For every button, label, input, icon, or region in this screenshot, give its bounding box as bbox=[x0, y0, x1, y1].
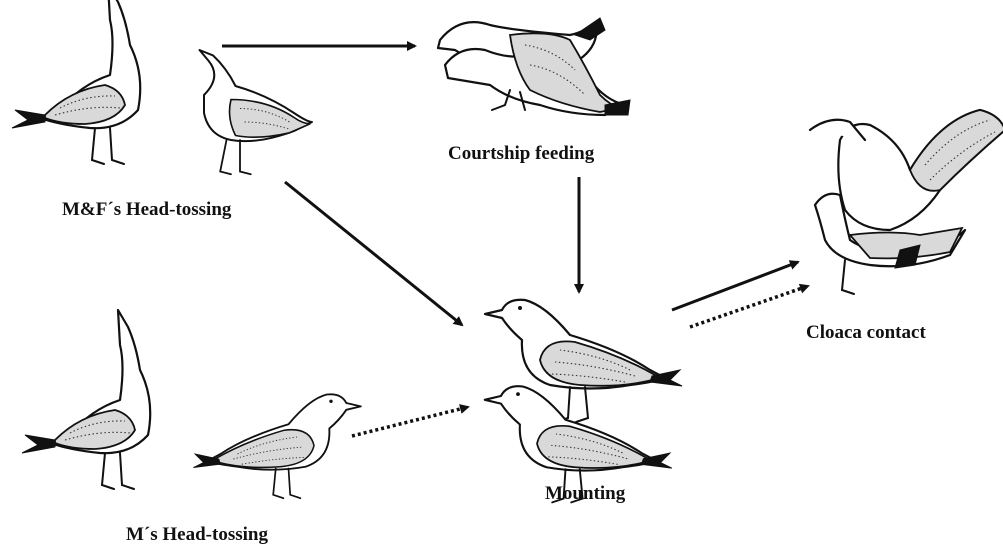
courtship-feeding-label: Courtship feeding bbox=[448, 143, 595, 164]
arrow-mounting-to-cloaca-solid bbox=[672, 262, 798, 310]
mounting-label: Mounting bbox=[545, 483, 626, 504]
m-head-tossing-male-gull bbox=[22, 310, 150, 489]
cloaca-contact-label: Cloaca contact bbox=[806, 322, 926, 343]
mf-head-tossing-label: M&F´s Head-tossing bbox=[62, 199, 232, 220]
arrow-mf-to-mounting bbox=[285, 182, 462, 325]
mounting-gulls bbox=[485, 300, 682, 503]
courtship-feeding-gulls bbox=[438, 18, 630, 115]
mf-head-tossing-female-gull bbox=[200, 50, 313, 174]
m-head-tossing-label: M´s Head-tossing bbox=[126, 524, 268, 545]
arrow-m-head-tossing-to-mounting bbox=[352, 407, 468, 436]
m-head-tossing-female-gull bbox=[193, 394, 360, 498]
mf-head-tossing-male-gull bbox=[12, 0, 140, 164]
cloaca-contact-gulls bbox=[810, 110, 1003, 294]
arrow-mounting-to-cloaca-dotted bbox=[690, 286, 808, 327]
